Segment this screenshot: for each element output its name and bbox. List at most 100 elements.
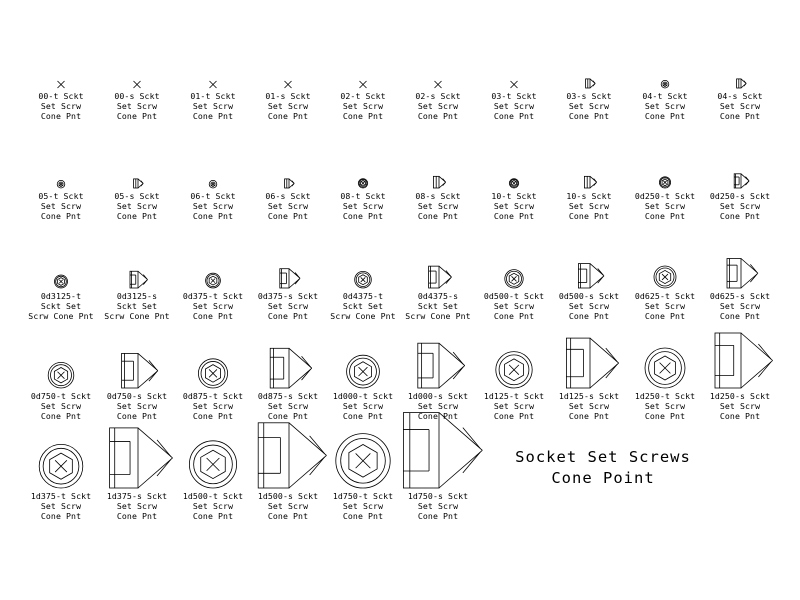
symbol-label-line: Set Scrw	[493, 301, 535, 311]
screw-symbol-05-t	[56, 179, 66, 189]
screw-symbol-05-s	[133, 178, 144, 189]
symbol-label-line: 10-s Sckt	[566, 191, 612, 201]
screw-symbol-04-s	[736, 78, 747, 89]
symbol-label-line: Cone Pnt	[40, 111, 82, 121]
symbol-label-line: 0d750-s Sckt	[106, 391, 168, 401]
screw-symbol-1d125-t	[495, 351, 533, 389]
symbol-label-line: Cone Pnt	[644, 211, 686, 221]
screw-symbol-0d250-t	[659, 176, 672, 189]
symbol-label-line: Set Scrw	[719, 301, 761, 311]
symbol-label-line: Set Scrw	[116, 101, 158, 111]
screw-symbol-0d625-t	[653, 265, 677, 289]
symbol-label-line: Set Scrw	[40, 201, 82, 211]
screw-symbol-0d250-s	[733, 173, 750, 189]
screw-symbol-0d750-t	[47, 362, 75, 389]
symbol-label-line: Set Scrw	[192, 201, 234, 211]
symbol-label-line: 0d625-s Sckt	[709, 291, 771, 301]
symbol-label-line: Cone Pnt	[719, 111, 761, 121]
symbol-label-line: Set Scrw	[417, 501, 459, 511]
screw-symbol-1d375-s	[109, 427, 173, 489]
symbol-label-line: Set Scrw	[40, 401, 82, 411]
screw-symbol-0d375-t	[205, 272, 221, 289]
screw-symbol-1d750-t	[335, 433, 391, 489]
symbol-label-line: Cone Pnt	[40, 211, 82, 221]
symbol-label-line: Sckt Set	[40, 301, 82, 311]
symbol-label-line: Set Scrw	[644, 401, 686, 411]
symbol-label-line: 0d3125-t	[40, 291, 82, 301]
symbol-label-line: Cone Pnt	[493, 211, 535, 221]
symbol-label-line: 01-s Sckt	[265, 91, 311, 101]
symbol-label-line: Set Scrw	[192, 101, 234, 111]
symbol-label-line: 1d250-s Sckt	[709, 391, 771, 401]
symbol-label-line: Cone Pnt	[568, 311, 610, 321]
symbol-label-line: 0d4375-t	[342, 291, 384, 301]
symbol-label-line: 08-s Sckt	[415, 191, 461, 201]
screw-symbol-10-s	[584, 175, 597, 189]
symbol-label-line: Cone Pnt	[116, 511, 158, 521]
symbol-label-line: Cone Pnt	[192, 311, 234, 321]
symbol-label-line: 0d625-t Sckt	[634, 291, 696, 301]
symbol-label-line: Set Scrw	[719, 401, 761, 411]
symbol-label-line: Set Scrw	[116, 501, 158, 511]
symbol-label-line: Cone Pnt	[568, 211, 610, 221]
screw-symbol-0d500-t	[504, 269, 524, 289]
screw-symbol-08-s	[432, 175, 446, 189]
screw-symbol-02-s	[434, 80, 442, 89]
symbol-label-line: Cone Pnt	[267, 211, 309, 221]
symbol-label-line: Cone Pnt	[40, 411, 82, 421]
symbol-label-line: Cone Pnt	[342, 411, 384, 421]
symbol-label-line: Cone Pnt	[493, 411, 535, 421]
screw-symbol-06-s	[284, 178, 295, 189]
symbol-label-line: Set Scrw	[644, 101, 686, 111]
symbol-label-line: Set Scrw	[644, 201, 686, 211]
symbol-label-line: 0d4375-s	[417, 291, 459, 301]
symbol-label-line: 04-s Sckt	[717, 91, 763, 101]
screw-symbol-0d375-s	[279, 268, 301, 289]
screw-symbol-10-t	[508, 178, 520, 189]
symbol-label-line: 1d500-s Sckt	[257, 491, 319, 501]
screw-symbol-0d750-s	[121, 352, 159, 389]
screw-symbol-0d3125-t	[54, 274, 68, 289]
symbol-label-line: Set Scrw	[493, 401, 535, 411]
symbol-label-line: 03-t Sckt	[491, 91, 537, 101]
symbol-label-line: Cone Pnt	[719, 411, 761, 421]
symbol-label-line: Set Scrw	[40, 501, 82, 511]
screw-symbol-00-t	[57, 80, 65, 89]
screw-symbol-1d750-s	[402, 412, 483, 489]
symbol-label-line: Sckt Set	[417, 301, 459, 311]
symbol-label-line: Cone Pnt	[116, 111, 158, 121]
symbol-label-line: Cone Pnt	[342, 511, 384, 521]
symbol-label-line: 0d750-t Sckt	[30, 391, 92, 401]
symbol-label-line: Cone Pnt	[644, 111, 686, 121]
symbol-label-line: Set Scrw	[267, 501, 309, 511]
symbol-label-line: Set Scrw	[568, 101, 610, 111]
symbol-label-line: Set Scrw	[192, 301, 234, 311]
symbol-label-line: Cone Pnt	[342, 111, 384, 121]
screw-symbol-0d3125-s	[129, 270, 148, 289]
symbol-label-line: Cone Pnt	[192, 511, 234, 521]
screw-symbol-0d875-s	[269, 347, 313, 389]
symbol-label-line: Cone Pnt	[417, 211, 459, 221]
symbol-label-line: 1d125-s Sckt	[558, 391, 620, 401]
symbol-label-line: Set Scrw	[267, 201, 309, 211]
screw-symbol-1d375-t	[38, 444, 84, 489]
